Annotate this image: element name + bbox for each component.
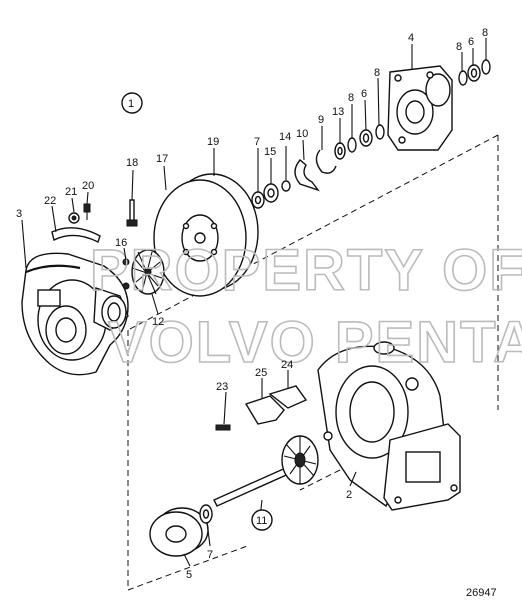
callout-3: 3 [16, 208, 22, 220]
callout-20: 20 [82, 180, 94, 192]
callout-15: 15 [264, 146, 276, 158]
callout-22: 22 [44, 195, 56, 207]
backplate-disc-parts-17-19 [153, 173, 259, 297]
callout-21: 21 [65, 186, 77, 198]
callout-11-circle [251, 509, 273, 531]
leader-lines [21, 38, 487, 567]
callout-11: 11 [256, 515, 267, 527]
bolt-part-18 [126, 199, 138, 227]
nut-and-sleeve-parts-14-15 [251, 180, 291, 209]
callout-8-b: 8 [482, 27, 488, 39]
callout-9: 9 [318, 114, 324, 126]
assembly-dashed-lines [127, 134, 499, 591]
callout-12: 12 [152, 316, 164, 328]
callout-24: 24 [281, 359, 293, 371]
callout-17: 17 [156, 153, 168, 165]
callout-14: 14 [279, 131, 291, 143]
washer-part-7-lower [199, 504, 213, 524]
callout-23: 23 [216, 381, 228, 393]
circlip-and-deflector-parts-9-10 [294, 149, 337, 192]
group-callout-circle [121, 92, 143, 114]
compressor-wheel-part-12 [131, 249, 165, 295]
callout-2: 2 [346, 489, 352, 501]
callout-8-a: 8 [456, 41, 462, 53]
callout-5: 5 [186, 569, 192, 581]
callout-19: 19 [207, 136, 219, 148]
seal-plate-part-5 [149, 507, 209, 557]
watermark: PROPERTY OF VOLVO PENTA [89, 237, 522, 376]
callout-8-c: 8 [374, 67, 380, 79]
compressor-housing-part-3 [21, 252, 129, 376]
callout-7-b: 7 [207, 549, 213, 561]
clamp-parts-20-21-22 [51, 203, 101, 243]
callout-25: 25 [255, 367, 267, 379]
seal-rings-group [334, 59, 491, 160]
watermark-line-2: VOLVO PENTA [108, 310, 522, 375]
clamp-halves-parts-23-24-25 [215, 385, 308, 431]
callout-10: 10 [296, 128, 308, 140]
callout-6-a: 6 [468, 36, 474, 48]
callouts: 1 4 8 6 8 8 6 8 13 9 10 14 15 7 19 17 18… [16, 27, 497, 599]
callout-16: 16 [115, 237, 127, 249]
callout-7-a: 7 [254, 136, 260, 148]
drawing-number: 26947 [466, 587, 497, 599]
callout-8-d: 8 [348, 92, 354, 104]
callout-4: 4 [408, 32, 414, 44]
watermark-line-1: PROPERTY OF [90, 238, 522, 303]
callout-6-b: 6 [361, 88, 367, 100]
bearing-housing-part-4 [387, 65, 453, 151]
turbine-shaft-part-11 [213, 435, 319, 507]
turbine-housing-part-2 [317, 341, 461, 511]
group-callout-label: 1 [128, 98, 134, 110]
callout-18: 18 [126, 157, 138, 169]
callout-13: 13 [332, 106, 344, 118]
